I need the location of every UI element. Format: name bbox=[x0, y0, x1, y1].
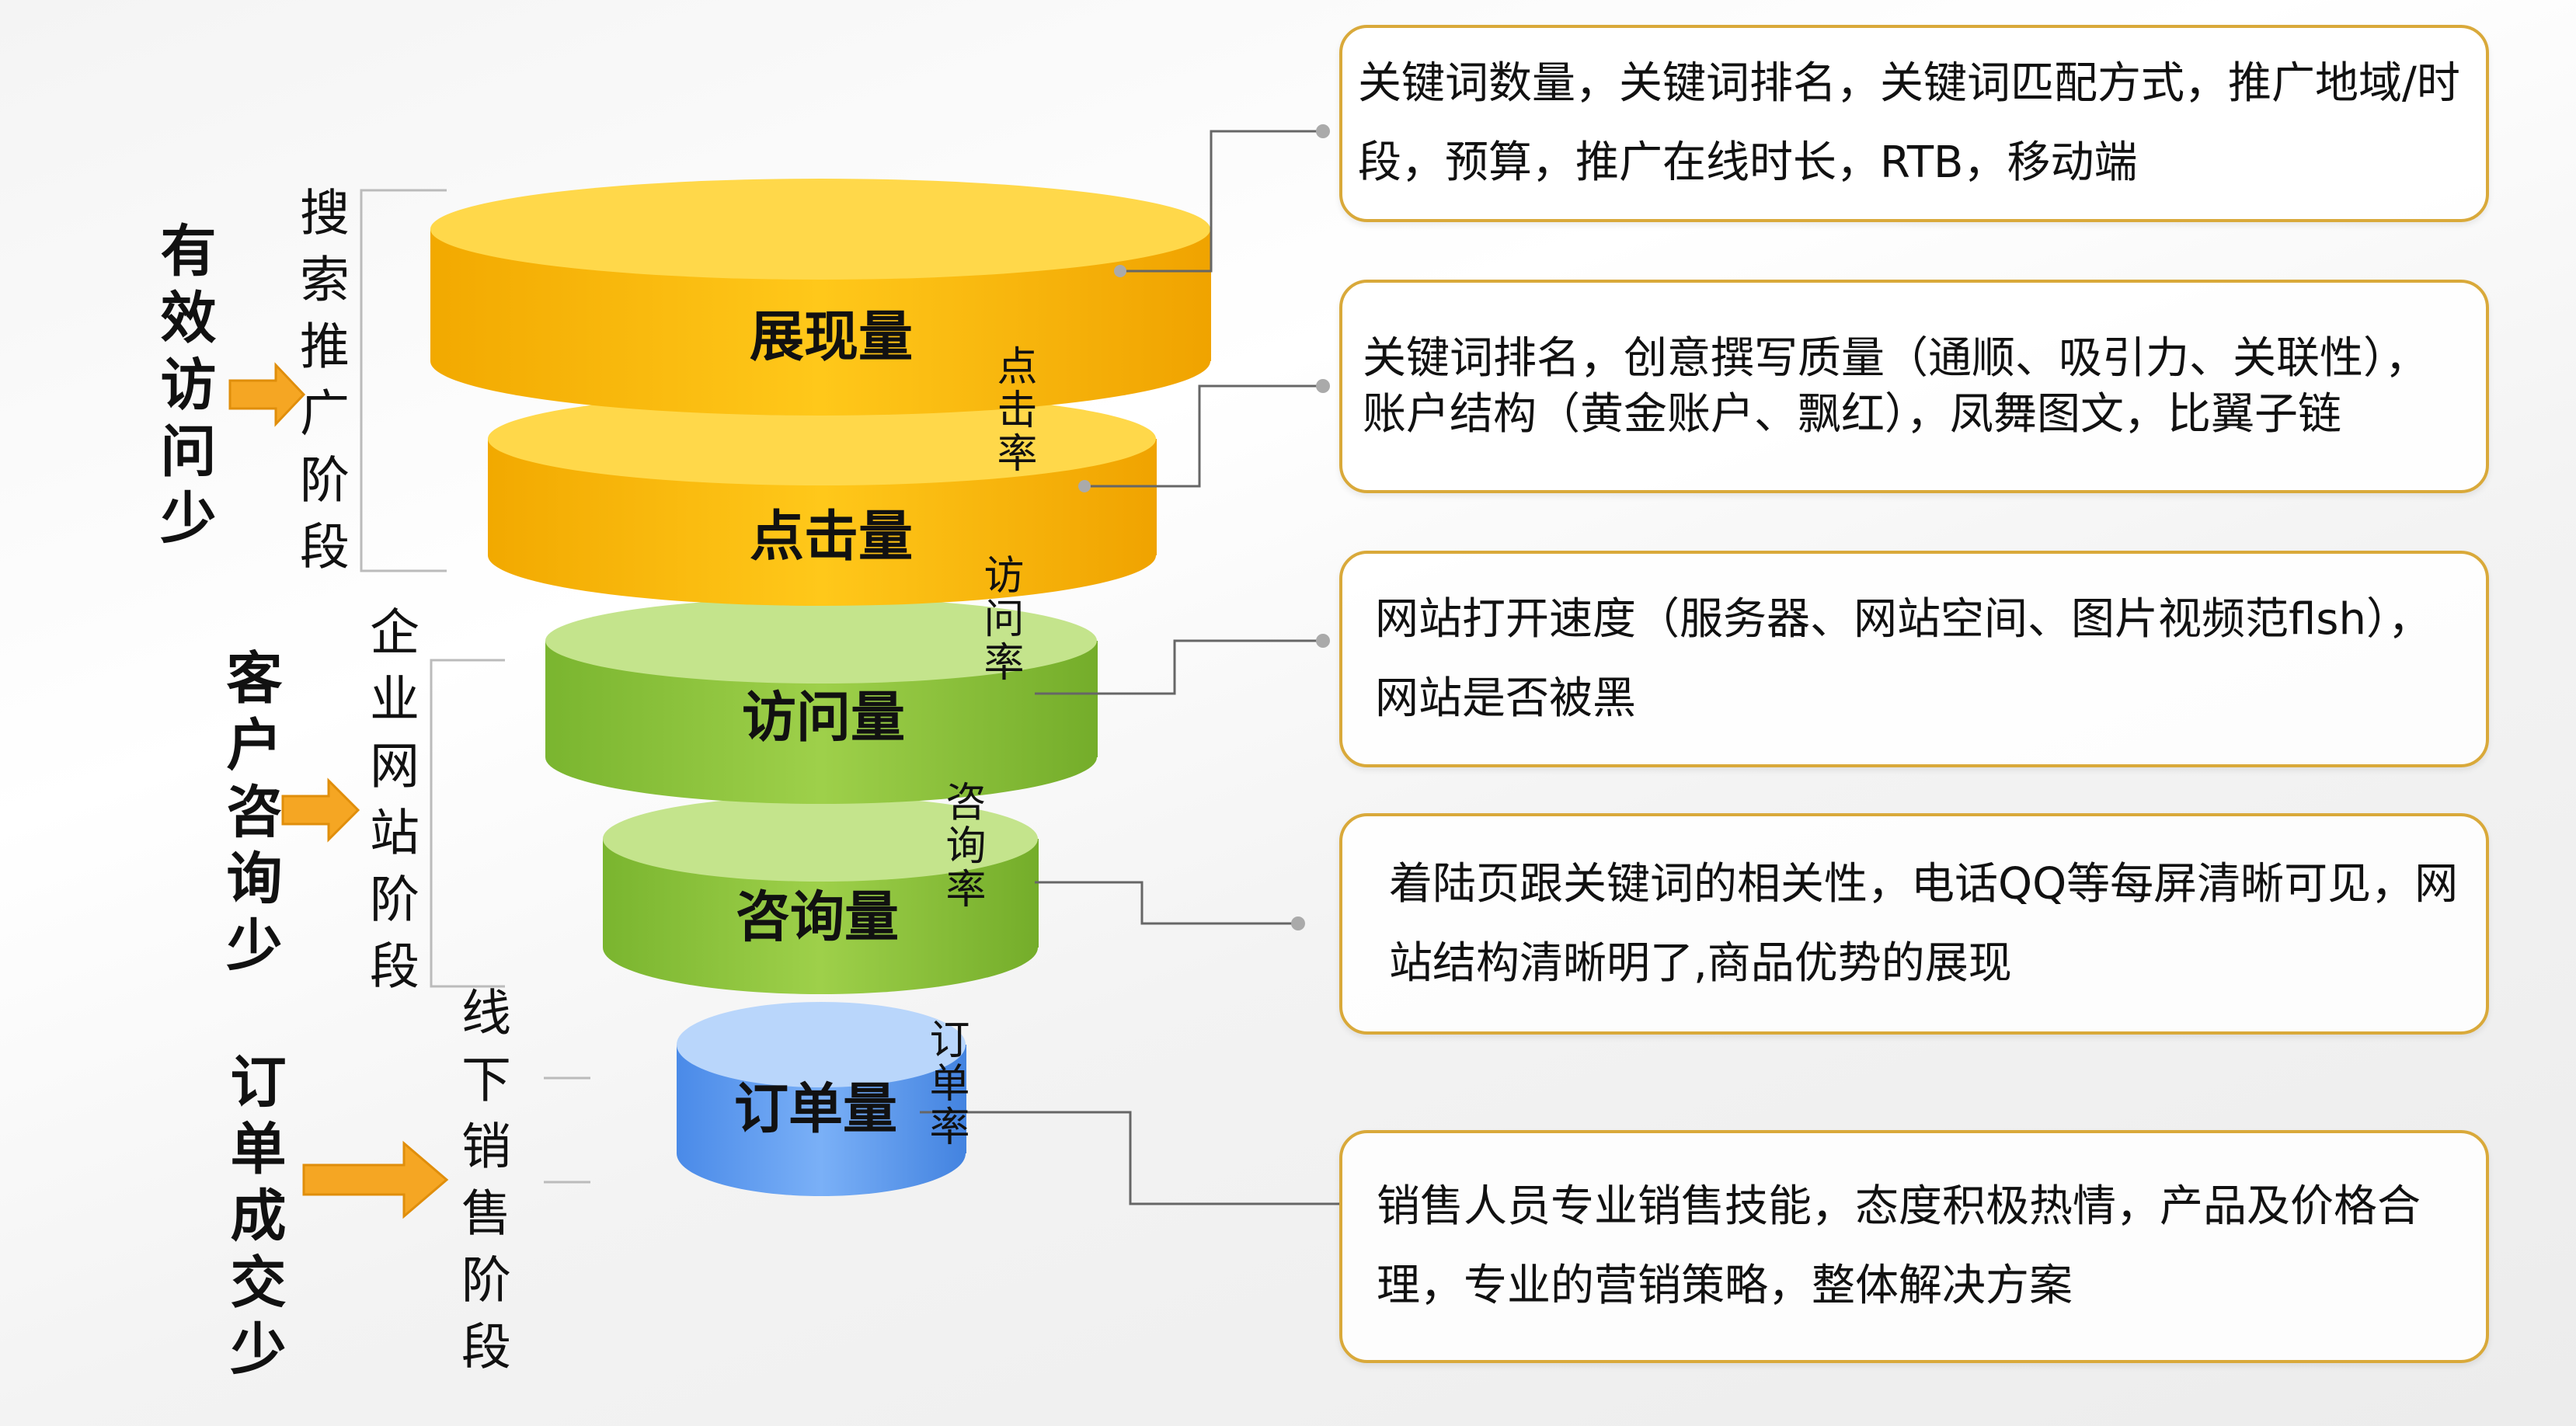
factor-text: 网站打开速度（服务器、网站空间、图片视频范flsh），网站是否被黑 bbox=[1375, 593, 2432, 724]
problem-label-orders: 订单成交少 bbox=[221, 1052, 286, 1386]
funnel-level-5 bbox=[677, 1002, 966, 1196]
problem-label-visits: 有效访问少 bbox=[151, 221, 216, 555]
arrow-icon bbox=[228, 362, 306, 427]
funnel-label-impressions: 展现量 bbox=[750, 304, 913, 369]
funnel-level-3 bbox=[545, 598, 1098, 804]
funnel-label-visits: 访问量 bbox=[742, 685, 905, 750]
stage-label-offline: 线下销售阶段 bbox=[453, 986, 510, 1387]
arrow-icons bbox=[228, 362, 449, 1219]
factor-text: 关键词排名，创意撰写质量（通顺、吸引力、关联性），账户结构（黄金账户、飘红），凤… bbox=[1363, 332, 2428, 440]
factor-box-visits: 网站打开速度（服务器、网站空间、图片视频范flsh），网站是否被黑 bbox=[1339, 551, 2489, 767]
rate-click: 点击率 bbox=[990, 345, 1036, 475]
factor-box-orders: 销售人员专业销售技能，态度积极热情，产品及价格合理，专业的营销策略，整体解决方案 bbox=[1339, 1130, 2489, 1363]
rate-order: 订单率 bbox=[922, 1018, 969, 1149]
funnel-level-4 bbox=[603, 796, 1039, 994]
funnel-label-inquiries: 咨询量 bbox=[736, 885, 899, 949]
funnel-level-2 bbox=[488, 392, 1157, 606]
problem-label-inquiries: 客户咨询少 bbox=[217, 649, 282, 983]
arrow-icon bbox=[281, 777, 360, 843]
rate-inquiry: 咨询率 bbox=[938, 781, 985, 911]
stage-label-website: 企业网站阶段 bbox=[361, 606, 419, 1007]
factor-box-inquiries: 着陆页跟关键词的相关性，电话QQ等每屏清晰可见，网站结构清晰明了,商品优势的展现 bbox=[1339, 813, 2489, 1035]
factor-box-impressions: 关键词数量，关键词排名，关键词匹配方式，推广地域/时段，预算，推广在线时长，RT… bbox=[1339, 25, 2489, 222]
connector-lines bbox=[920, 130, 1339, 1205]
funnel-label-clicks: 点击量 bbox=[750, 504, 913, 569]
funnel-level-1 bbox=[430, 179, 1211, 416]
factor-text: 着陆页跟关键词的相关性，电话QQ等每屏清晰可见，网站结构清晰明了,商品优势的展现 bbox=[1389, 858, 2459, 989]
funnel-label-orders: 订单量 bbox=[734, 1076, 897, 1141]
arrow-icon bbox=[302, 1140, 449, 1219]
stage-brackets bbox=[360, 189, 590, 1184]
rate-visit: 访问率 bbox=[976, 554, 1023, 684]
factor-text: 销售人员专业销售技能，态度积极热情，产品及价格合理，专业的营销策略，整体解决方案 bbox=[1377, 1181, 2421, 1311]
factor-box-clicks: 关键词排名，创意撰写质量（通顺、吸引力、关联性），账户结构（黄金账户、飘红），凤… bbox=[1339, 280, 2489, 493]
stage-label-search: 搜索推广阶段 bbox=[291, 186, 349, 587]
factor-text: 关键词数量，关键词排名，关键词匹配方式，推广地域/时段，预算，推广在线时长，RT… bbox=[1358, 58, 2460, 188]
connector-dots bbox=[1078, 124, 1330, 930]
